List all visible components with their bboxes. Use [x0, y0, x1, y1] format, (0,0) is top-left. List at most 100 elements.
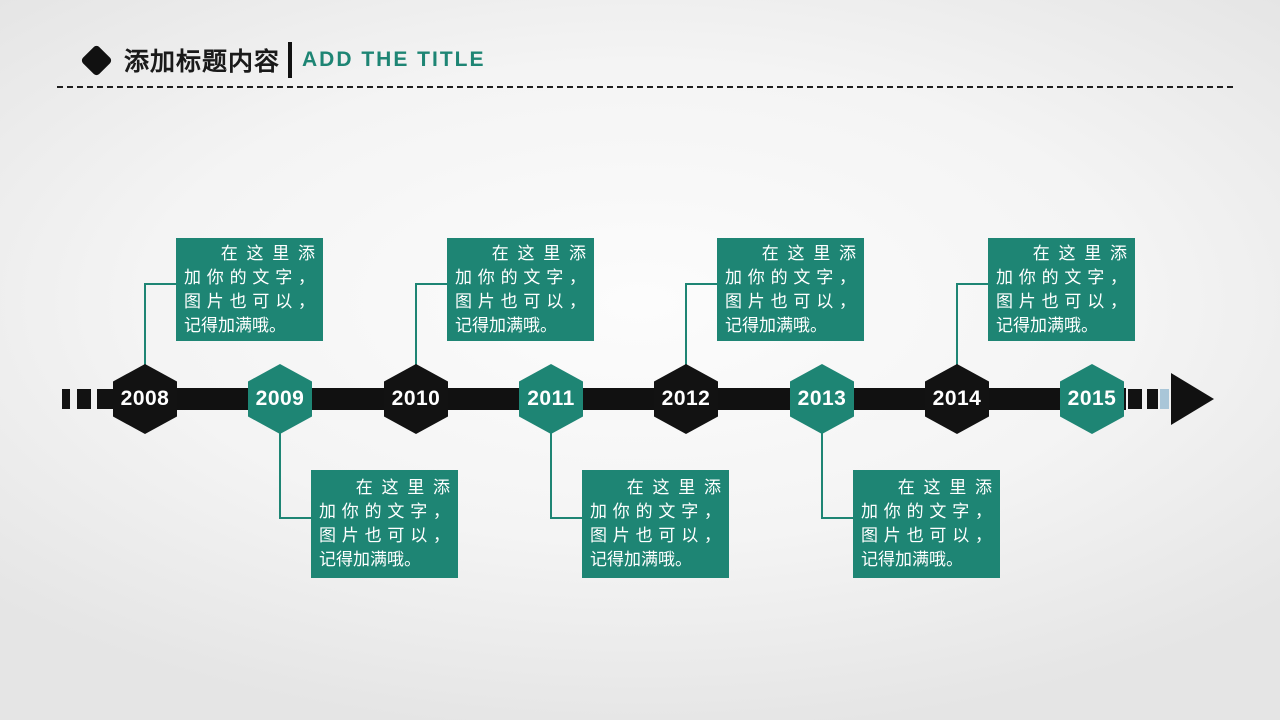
- callout-text-line: 在这里添: [184, 242, 315, 266]
- callout-char: 的: [364, 502, 382, 521]
- callout-char: 里: [407, 478, 425, 497]
- callout-char: 字: [410, 502, 428, 521]
- callout-char: 也: [500, 291, 518, 311]
- callout-char: 里: [678, 478, 696, 497]
- callout-char: 可: [252, 291, 270, 311]
- first-line-indent: [861, 476, 889, 500]
- callout-char: 加: [455, 267, 472, 287]
- callout-char: 在: [355, 478, 373, 497]
- callout-char: 文: [1064, 267, 1082, 287]
- callout-text-line: 在这里添: [455, 242, 586, 266]
- arrow-right-icon: [1171, 373, 1214, 425]
- callout-connector-horizontal: [821, 517, 854, 519]
- callout-connector-vertical: [279, 432, 281, 519]
- callout-char: 可: [658, 526, 676, 545]
- callout-char: 也: [229, 291, 247, 311]
- callout-char: 添: [839, 243, 856, 263]
- callout-char: 片: [206, 291, 224, 311]
- callout-char: ，: [703, 502, 721, 521]
- callout-text-line: 加你的文字，: [861, 500, 992, 524]
- callout-char: 在: [761, 243, 779, 263]
- timeline-end-dash: [1128, 389, 1142, 409]
- callout-char: 以: [410, 526, 428, 545]
- callout-char: 可: [523, 291, 541, 311]
- page-title-zh: 添加标题内容: [124, 48, 281, 76]
- callout-connector-horizontal: [550, 517, 583, 519]
- first-line-indent: [319, 476, 347, 500]
- timeline-node-2011: 2011: [519, 364, 583, 434]
- callout-char: 字: [681, 502, 699, 521]
- callout-char: ，: [838, 267, 856, 287]
- callout-text-line: 加你的文字，: [455, 266, 586, 290]
- callout-char: 在: [897, 478, 915, 497]
- callout-char: 以: [681, 526, 699, 545]
- first-line-indent: [184, 242, 212, 266]
- callout-char: 添: [298, 243, 315, 263]
- header-divider: [288, 42, 293, 78]
- callout-char: 你: [206, 267, 224, 287]
- callout-char: ，: [974, 502, 992, 521]
- callout-box: 在这里添加你的文字，图片也可以，记得加满哦。: [447, 238, 594, 341]
- callout-box: 在这里添加你的文字，图片也可以，记得加满哦。: [988, 238, 1135, 341]
- callout-char: 里: [949, 478, 967, 497]
- timeline-node-2009: 2009: [248, 364, 312, 434]
- header: 添加标题内容 ADD THE TITLE: [80, 42, 486, 78]
- callout-connector-horizontal: [956, 283, 989, 285]
- callout-char: 你: [477, 267, 495, 287]
- callout-text-line: 图片也可以，: [455, 290, 586, 314]
- callout-text-line: 加你的文字，: [319, 500, 450, 524]
- callout-char: ，: [1109, 267, 1127, 287]
- callout-char: 也: [770, 291, 788, 311]
- timeline-start-dash: [62, 389, 70, 409]
- callout-char: 的: [770, 267, 788, 287]
- callout-text-line: 在这里添: [319, 476, 450, 500]
- callout-box: 在这里添加你的文字，图片也可以，记得加满哦。: [717, 238, 864, 341]
- page-title-en: ADD THE TITLE: [302, 48, 486, 71]
- callout-char: 也: [364, 526, 382, 545]
- timeline-end-dash: [1160, 389, 1169, 409]
- callout-char: 在: [491, 243, 509, 263]
- callout-text-line: 图片也可以，: [996, 290, 1127, 314]
- callout-char: 以: [275, 291, 293, 311]
- callout-text-line: 图片也可以，: [861, 524, 992, 548]
- callout-text-line: 图片也可以，: [725, 290, 856, 314]
- callout-text-line: 在这里添: [996, 242, 1127, 266]
- callout-text-line: 记得加满哦。: [319, 550, 421, 569]
- callout-char: 片: [341, 526, 359, 545]
- callout-char: 你: [612, 502, 630, 521]
- callout-text-line: 图片也可以，: [590, 524, 721, 548]
- callout-text-line: 在这里添: [725, 242, 856, 266]
- callout-connector-vertical: [144, 283, 146, 366]
- timeline-year-label: 2013: [797, 387, 847, 410]
- timeline-year-label: 2008: [120, 387, 170, 410]
- callout-char: 图: [996, 291, 1013, 311]
- callout-char: 图: [725, 291, 742, 311]
- callout-connector-horizontal: [144, 283, 177, 285]
- callout-char: 片: [1018, 291, 1036, 311]
- callout-char: 文: [252, 267, 270, 287]
- callout-text-line: 加你的文字，: [184, 266, 315, 290]
- callout-text-line: 记得加满哦。: [184, 315, 286, 335]
- callout-char: 你: [1018, 267, 1036, 287]
- callout-text-line: 加你的文字，: [996, 266, 1127, 290]
- callout-char: 文: [929, 502, 947, 521]
- timeline-year-label: 2009: [255, 387, 305, 410]
- callout-char: ，: [703, 526, 721, 545]
- callout-char: ，: [432, 502, 450, 521]
- callout-char: 这: [1058, 243, 1076, 263]
- timeline-year-label: 2011: [527, 387, 575, 410]
- callout-char: ，: [432, 526, 450, 545]
- callout-box: 在这里添加你的文字，图片也可以，记得加满哦。: [176, 238, 323, 341]
- callout-char: 图: [319, 526, 336, 545]
- callout-char: ，: [568, 267, 586, 287]
- callout-char: 字: [1087, 267, 1105, 287]
- callout-text-line: 在这里添: [861, 476, 992, 500]
- first-line-indent: [590, 476, 618, 500]
- callout-char: 添: [433, 478, 450, 497]
- callout-text-line: 记得加满哦。: [725, 315, 827, 335]
- first-line-indent: [455, 242, 483, 266]
- callout-char: 字: [546, 267, 564, 287]
- callout-char: 加: [725, 267, 742, 287]
- callout-text-line: 加你的文字，: [590, 500, 721, 524]
